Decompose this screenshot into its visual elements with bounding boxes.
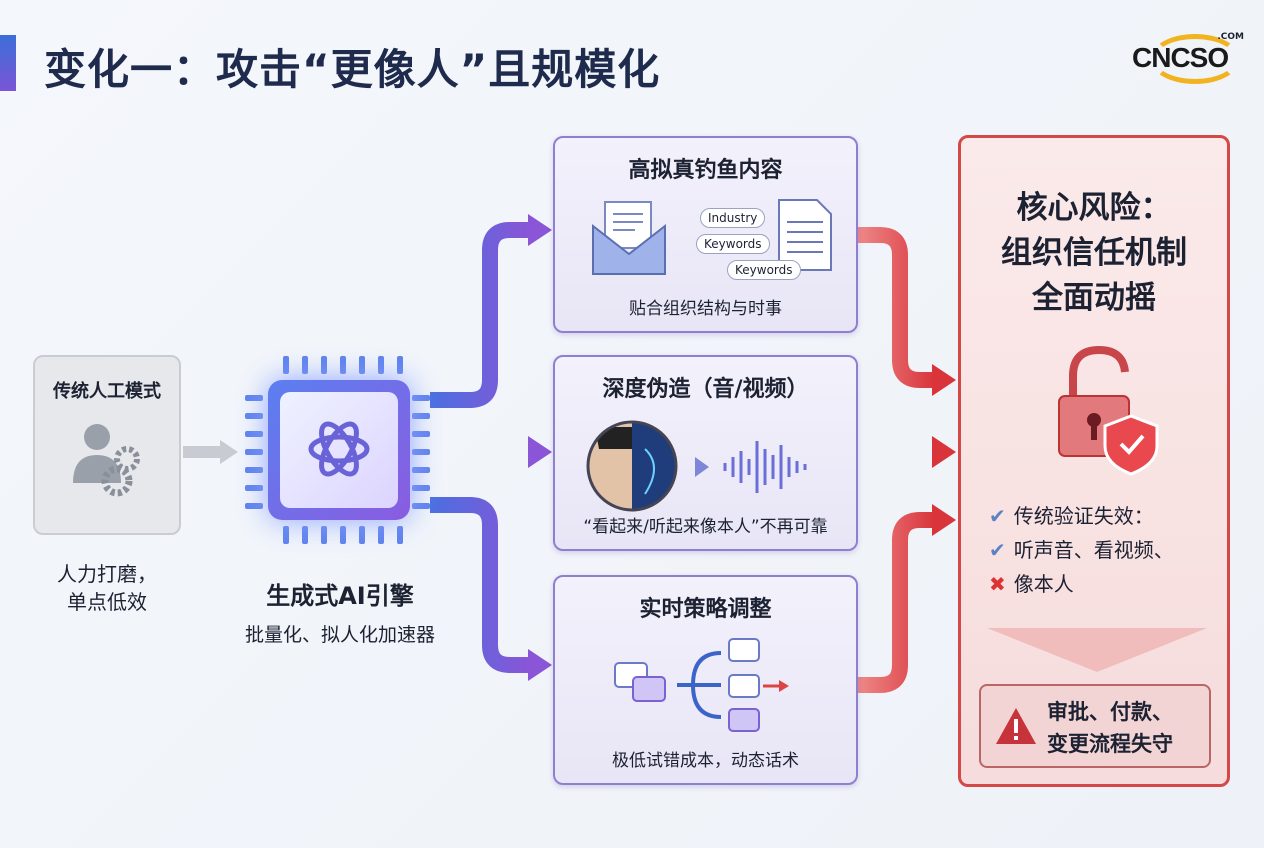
chip-pin <box>340 356 346 374</box>
tag-industry: Industry <box>700 208 766 228</box>
tag-keywords: Keywords <box>727 260 801 280</box>
risk-item: ✔传统验证失效： <box>989 504 1154 528</box>
tag-keywords: Keywords <box>696 234 770 254</box>
chip-pin <box>283 526 289 544</box>
down-arrow-icon <box>987 628 1207 672</box>
envelope-icon <box>592 201 666 275</box>
card-phishing: 高拟真钓鱼内容 Industry Keywords Keywords 贴合组织结… <box>553 136 858 333</box>
chip-pin <box>321 526 327 544</box>
arrow-card3-risk <box>858 512 935 693</box>
title-accent-bar <box>0 35 16 91</box>
card-deepfake: 深度伪造（音/视频） “看起来/听起来像本人”不再可靠 <box>553 355 858 551</box>
chip-pin <box>378 526 384 544</box>
chip-pin <box>412 503 430 509</box>
cross-icon: ✖ <box>989 572 1006 596</box>
ai-knot-icon <box>308 421 370 477</box>
check-icon: ✔ <box>989 504 1006 528</box>
traditional-desc: 人力打磨，单点低效 <box>57 562 157 614</box>
chip-pin <box>397 356 403 374</box>
chip-pin <box>412 485 430 491</box>
chip-pin <box>245 395 263 401</box>
person-gear-icon <box>73 424 140 497</box>
chip-pin <box>397 526 403 544</box>
broken-lock-shield-icon <box>1058 346 1159 476</box>
cncso-logo: CNCSO.COM <box>1130 28 1250 88</box>
chip-pin <box>340 526 346 544</box>
chip-pin <box>359 356 365 374</box>
chip-pin <box>321 356 327 374</box>
chip-pin <box>412 431 430 437</box>
warning-box: 审批、付款、变更流程失守 <box>979 684 1211 768</box>
chip-pin <box>359 526 365 544</box>
risk-item: ✖像本人 <box>989 572 1074 596</box>
arrow-card1-risk <box>858 227 935 388</box>
chip-pin <box>412 449 430 455</box>
page-title: 变化一：攻击“更像人”且规模化 <box>44 45 661 94</box>
risk-title: 核心风险：组织信任机制全面动摇 <box>1001 190 1187 316</box>
traditional-mode-box: 传统人工模式 <box>33 355 181 535</box>
chip-pin <box>245 503 263 509</box>
engine-title: 生成式AI引擎 <box>266 582 414 610</box>
branching-chat-icon <box>614 638 789 732</box>
arrow-to-card3 <box>430 497 530 673</box>
risk-item: ✔听声音、看视频、 <box>989 538 1174 562</box>
document-icon <box>778 199 832 271</box>
chip-pin <box>245 413 263 419</box>
soundwave-icon <box>695 441 807 493</box>
card-realtime-strategy: 实时策略调整 极低试错成本，动态话术 <box>553 575 858 785</box>
chip-pin <box>412 467 430 473</box>
chip-pin <box>245 485 263 491</box>
chip-pin <box>245 449 263 455</box>
chip-pin <box>302 356 308 374</box>
chip-pin <box>283 356 289 374</box>
chip-pin <box>245 431 263 437</box>
engine-subtitle: 批量化、拟人化加速器 <box>244 624 435 646</box>
chip-pin <box>412 395 430 401</box>
ai-chip <box>268 380 410 520</box>
core-risk-panel: 核心风险：组织信任机制全面动摇 ✔传统验证失效： ✔听声音、看视频、 ✖像本人 … <box>958 135 1230 787</box>
arrow-to-card1 <box>430 222 530 408</box>
chip-pin <box>302 526 308 544</box>
check-icon: ✔ <box>989 538 1006 562</box>
chip-pin <box>412 413 430 419</box>
chip-pin <box>245 467 263 473</box>
warning-icon <box>996 708 1036 744</box>
deepfake-face-icon <box>586 420 678 512</box>
chip-pin <box>378 356 384 374</box>
